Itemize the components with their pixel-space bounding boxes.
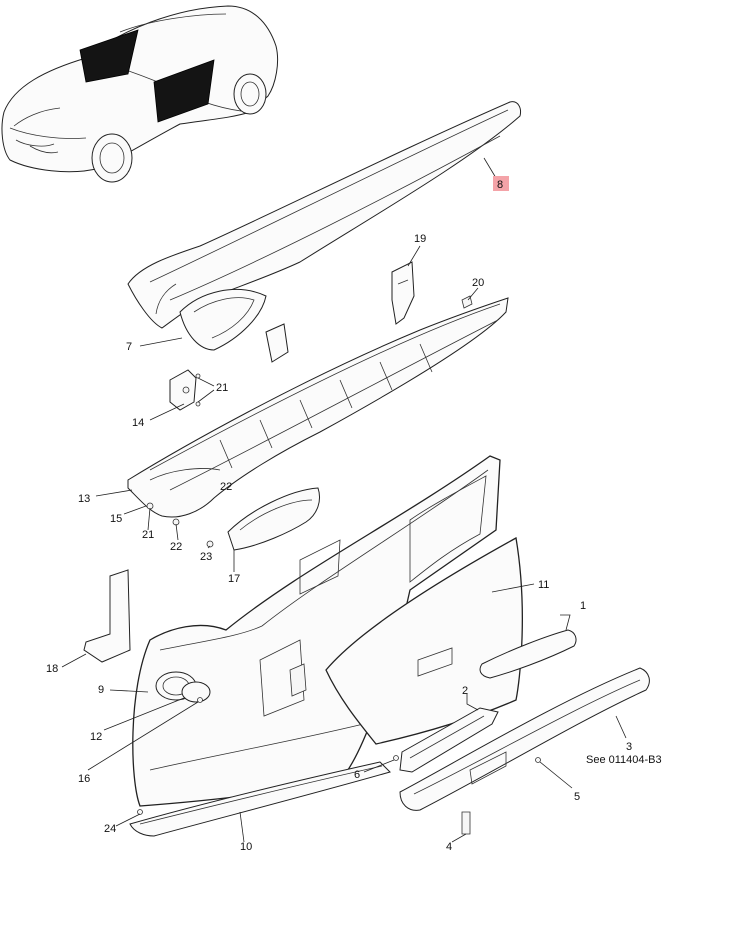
part-14-bracket — [169, 369, 197, 411]
label-part-10: 10 — [240, 841, 252, 853]
label-part-20: 20 — [472, 277, 484, 289]
label-part-8: 8 — [497, 179, 503, 191]
part-12-speaker-grille — [155, 671, 211, 703]
door-panel-highlight-front — [79, 29, 139, 83]
label-part-11: 11 — [538, 579, 549, 591]
label-part-3: 3 — [626, 741, 632, 753]
part-10-sill-strip — [129, 761, 391, 837]
label-part-6: 6 — [354, 769, 360, 781]
part-2-handle-trim — [399, 707, 499, 773]
label-part-1: 1 — [580, 600, 586, 612]
part-19-bracket — [391, 261, 415, 325]
part-3-armrest-base — [399, 667, 650, 811]
part-17-duct — [227, 487, 320, 551]
part-13-carrier-rail — [127, 297, 509, 518]
fixings — [137, 373, 541, 815]
label-part-7: 7 — [126, 341, 132, 353]
label-part-23: 23 — [200, 551, 212, 563]
label-part-24: 24 — [104, 823, 116, 835]
label-part-18: 18 — [46, 663, 58, 675]
leader-lines — [61, 157, 627, 843]
callout-labels: 1 2 3 4 5 6 7 8 9 10 11 12 13 14 15 16 1… — [46, 179, 662, 853]
part-small-bracket-center — [265, 323, 289, 363]
label-part-13: 13 — [78, 493, 90, 505]
highlight-box-part-8 — [493, 176, 509, 191]
label-part-4: 4 — [446, 841, 452, 853]
label-part-9: 9 — [98, 684, 104, 696]
label-part-19: 19 — [414, 233, 426, 245]
label-part-16: 16 — [78, 773, 90, 785]
label-part-12: 12 — [90, 731, 102, 743]
label-part-22-upper: 22 — [220, 481, 232, 493]
part-9-door-trim-panel — [132, 455, 501, 807]
car-locator-illustration — [1, 5, 279, 183]
part-4-stud — [461, 811, 471, 835]
label-part-17: 17 — [228, 573, 240, 585]
label-part-2: 2 — [462, 685, 468, 697]
reference-note: See 011404-B3 — [586, 754, 662, 766]
part-18-pad — [83, 569, 131, 663]
label-part-15: 15 — [110, 513, 122, 525]
label-part-5: 5 — [574, 791, 580, 803]
label-part-21-lower: 21 — [142, 529, 154, 541]
label-part-22-lower: 22 — [170, 541, 182, 553]
label-part-14: 14 — [132, 417, 144, 429]
part-11-insert-panel — [325, 536, 523, 745]
door-panel-highlight-rear — [153, 59, 215, 123]
part-8-upper-trim — [127, 101, 521, 329]
part-1-armrest-pad — [479, 629, 577, 679]
part-20-clip — [461, 295, 473, 309]
part-7-vent-housing — [179, 289, 267, 351]
label-part-21-upper: 21 — [216, 382, 228, 394]
